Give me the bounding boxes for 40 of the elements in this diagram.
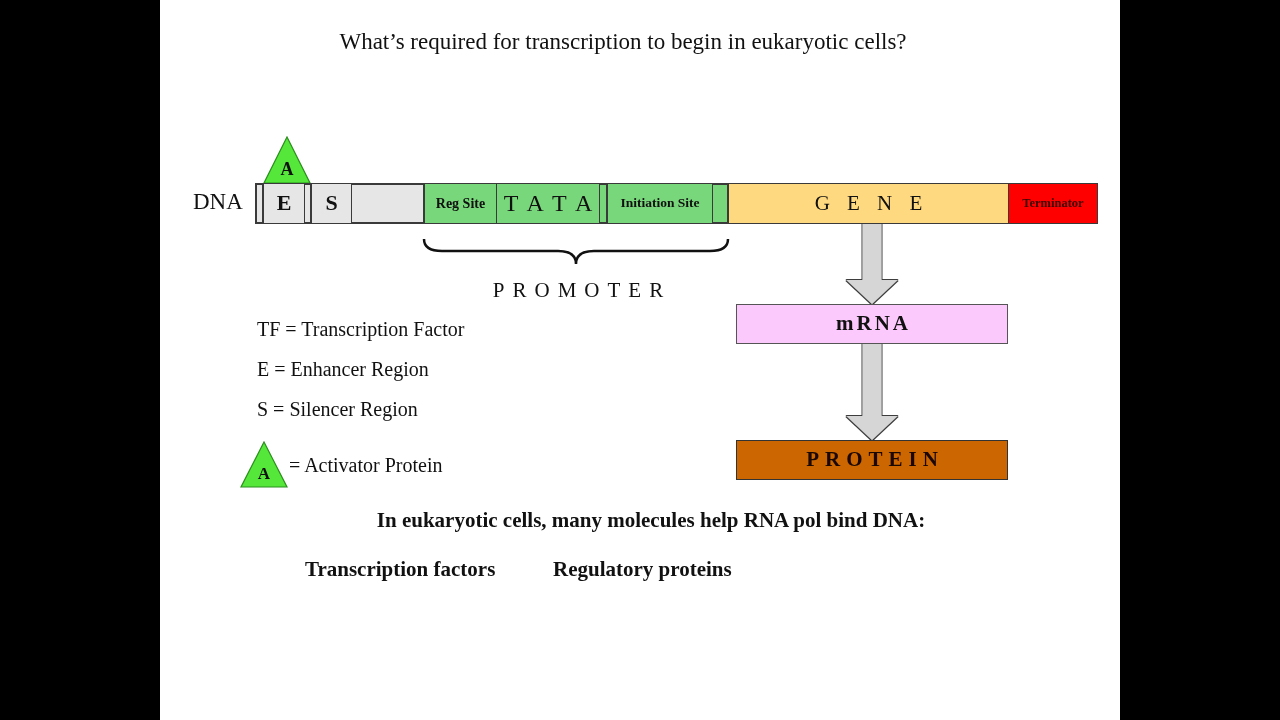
- segment-label: Reg Site: [435, 195, 486, 212]
- segment-label: T A T A: [502, 190, 595, 217]
- segment-label: G E N E: [813, 191, 929, 216]
- legend-text: TF = Transcription Factor: [257, 318, 465, 341]
- legend-text: E = Enhancer Region: [257, 358, 429, 381]
- reg-site-segment: [424, 184, 496, 223]
- spacer-segment: [599, 184, 607, 223]
- block-arrow: [846, 344, 898, 440]
- segment-label: Initiation Site: [620, 196, 700, 211]
- block-arrow: [846, 223, 898, 304]
- spacer-segment: [304, 184, 311, 223]
- initiation-site-segment: [607, 184, 712, 223]
- segment-label: E: [276, 191, 292, 216]
- slide-title: What’s required for transcription to begin in eukaryotic cells?: [339, 29, 907, 56]
- list-item: Regulatory proteins: [553, 557, 732, 582]
- activator-triangle: [263, 136, 311, 184]
- activator-triangle: [240, 441, 288, 488]
- triangle-letter: A: [280, 160, 294, 180]
- dna-strip: [256, 184, 1097, 223]
- dna-label: DNA: [193, 189, 243, 216]
- gene-segment: [728, 184, 1008, 223]
- segment-label: S: [325, 191, 338, 216]
- promoter-label: PROMOTER: [491, 278, 672, 303]
- terminator-segment: [1008, 184, 1097, 223]
- legend-text: S = Silencer Region: [257, 398, 418, 421]
- tata-segment: [496, 184, 599, 223]
- triangle-letter: A: [257, 465, 271, 484]
- list-item: Transcription factors: [305, 557, 496, 582]
- silencer-segment: [311, 184, 351, 223]
- spacer-segment: [256, 184, 263, 223]
- box-label: PROTEIN: [805, 448, 944, 472]
- note-text: In eukaryotic cells, many molecules help RNA pol bind DNA:: [376, 508, 926, 533]
- protein-box: [736, 440, 1008, 480]
- legend-text: = Activator Protein: [289, 454, 443, 477]
- enhancer-segment: [263, 184, 304, 223]
- segment-label: Terminator: [1022, 196, 1084, 211]
- spacer-segment: [712, 184, 728, 223]
- blank-segment: [351, 184, 424, 223]
- mrna-box: [736, 304, 1008, 344]
- box-label: mRNA: [835, 312, 911, 336]
